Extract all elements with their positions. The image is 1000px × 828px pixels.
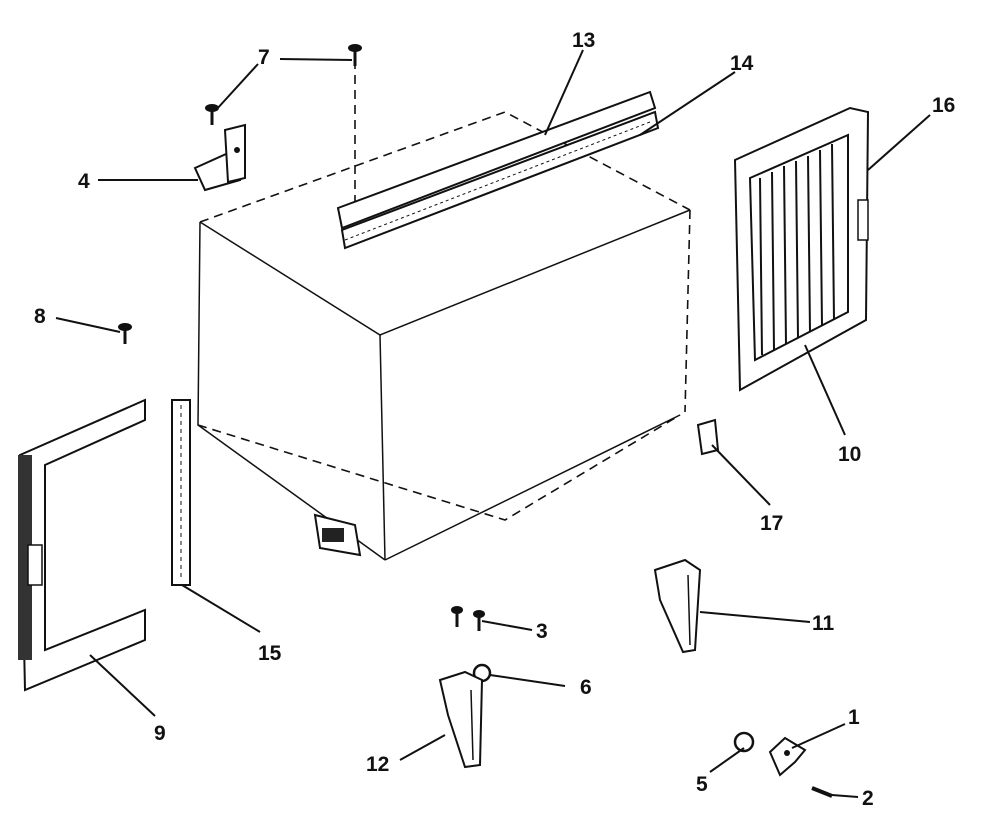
callout-17: 17	[760, 512, 783, 535]
support-leg-12	[438, 670, 484, 769]
front-frame	[18, 398, 146, 692]
callout-8: 8	[34, 305, 46, 328]
callout-13: 13	[572, 29, 595, 52]
callout-10: 10	[838, 443, 861, 466]
l-bracket	[193, 123, 246, 192]
screw-3b	[473, 610, 485, 631]
screw-3a	[451, 606, 463, 627]
callout-1: 1	[848, 706, 860, 729]
cabinet	[197, 60, 691, 561]
callout-11: 11	[812, 612, 835, 635]
screw-7b	[348, 44, 362, 66]
nut-5	[733, 731, 755, 753]
leader-lines	[55, 49, 931, 798]
callout-5: 5	[696, 773, 708, 796]
callout-3: 3	[536, 620, 548, 643]
callout-6: 6	[580, 676, 592, 699]
callout-15: 15	[258, 642, 282, 665]
callout-14: 14	[730, 52, 754, 75]
callout-7: 7	[258, 46, 270, 69]
side-panel	[733, 106, 870, 392]
callout-2: 2	[862, 787, 874, 810]
screw-2	[811, 786, 833, 798]
top-rail	[336, 90, 660, 250]
callout-16: 16	[932, 94, 955, 117]
screw-8	[118, 323, 132, 344]
callout-4: 4	[78, 170, 90, 193]
screw-7a	[205, 104, 219, 125]
side-channel	[171, 399, 191, 586]
bracket-1	[768, 736, 807, 777]
callout-9: 9	[154, 722, 166, 745]
support-leg-11	[653, 558, 702, 654]
callout-12: 12	[366, 753, 389, 776]
callout-labels: 1 2 3 4 5 6 7 8 9 10 11 12 13 14 15 16 1…	[34, 29, 955, 810]
